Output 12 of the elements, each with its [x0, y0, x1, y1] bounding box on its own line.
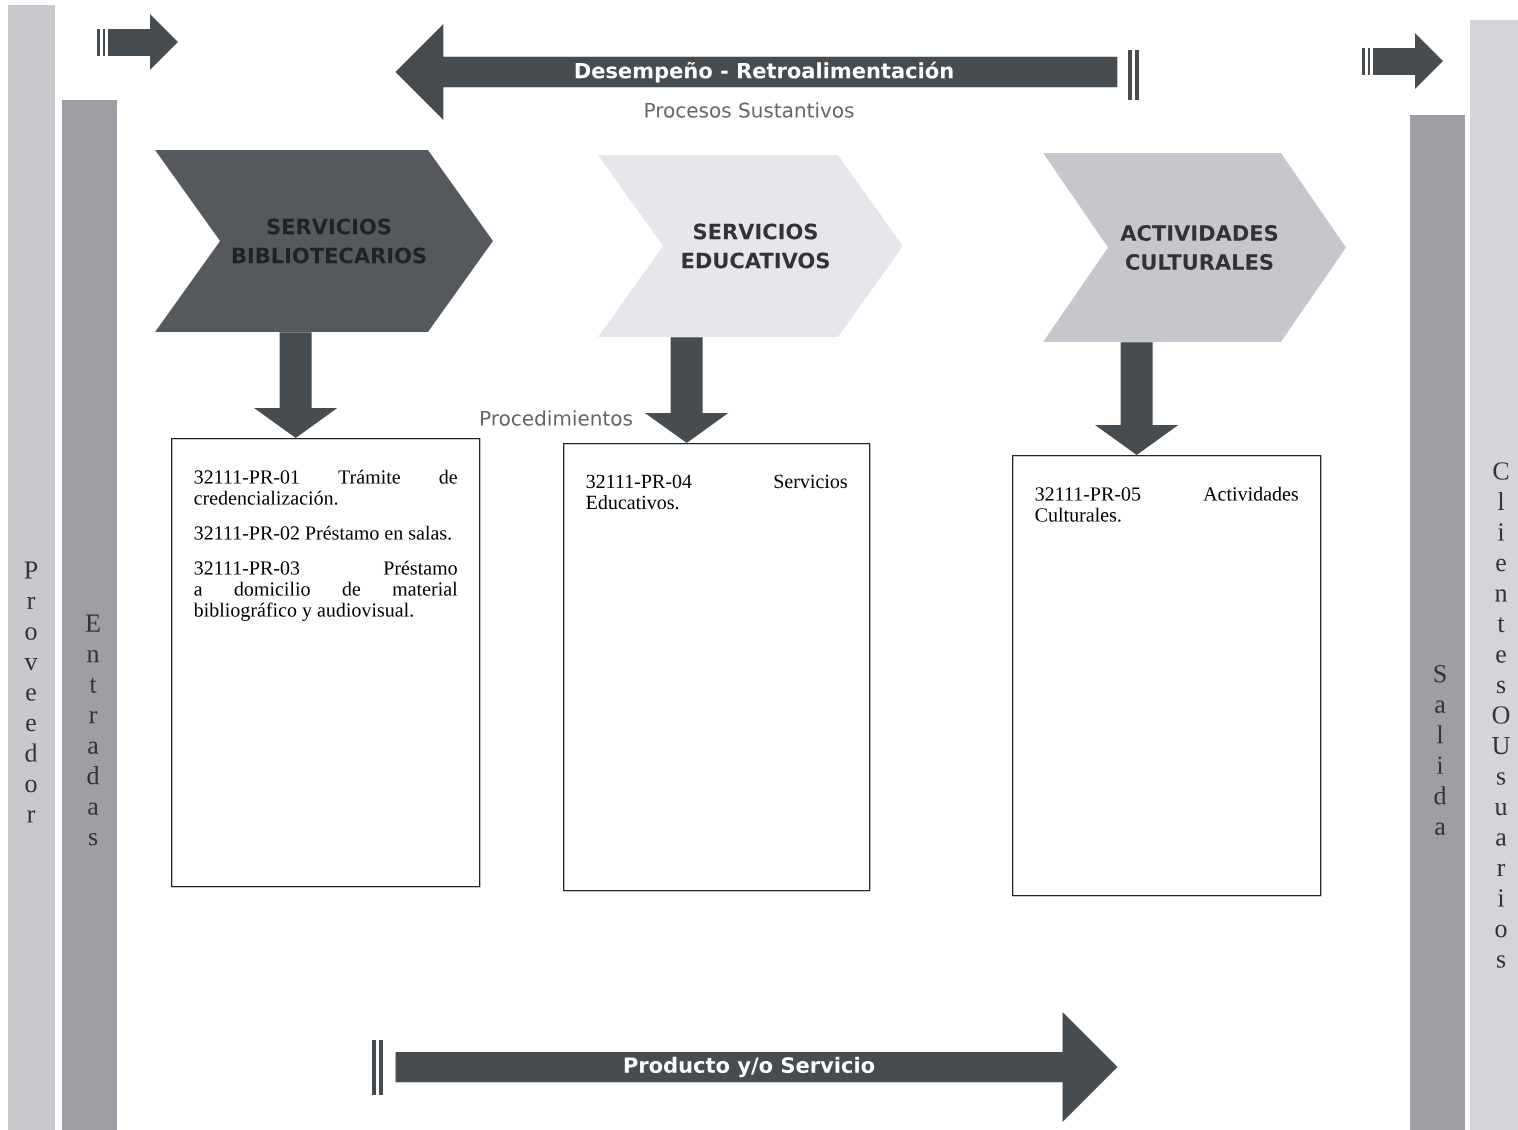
procedure-box: 32111-PR-05 Actividades Culturales.	[1012, 455, 1322, 897]
side-band: Clientes O Usuarios	[1470, 20, 1518, 1130]
procedure-box: 32111-PR-04 Servicios Educativos.	[563, 443, 871, 892]
side-band: Entradas	[62, 100, 117, 1130]
process-step: SERVICIOS BIBLIOTECARIOS	[155, 150, 493, 332]
process-step: ACTIVIDADES CULTURALES	[1043, 153, 1346, 342]
section-label: Procesos Sustantivos	[645, 102, 854, 118]
side-band: Proveedor	[8, 5, 55, 1130]
side-band: Salida	[1410, 115, 1465, 1130]
procedure-box: 32111-PR-01 Trámite de credencialización. 32111-PR-02 Préstamo en salas. 32111-PR-03 Préstamo a domicilio de material bibliográfico y audiovisual.	[171, 438, 481, 888]
process-step: SERVICIOS EDUCATIVOS	[598, 155, 903, 337]
section-label: Procedimientos	[481, 410, 632, 426]
